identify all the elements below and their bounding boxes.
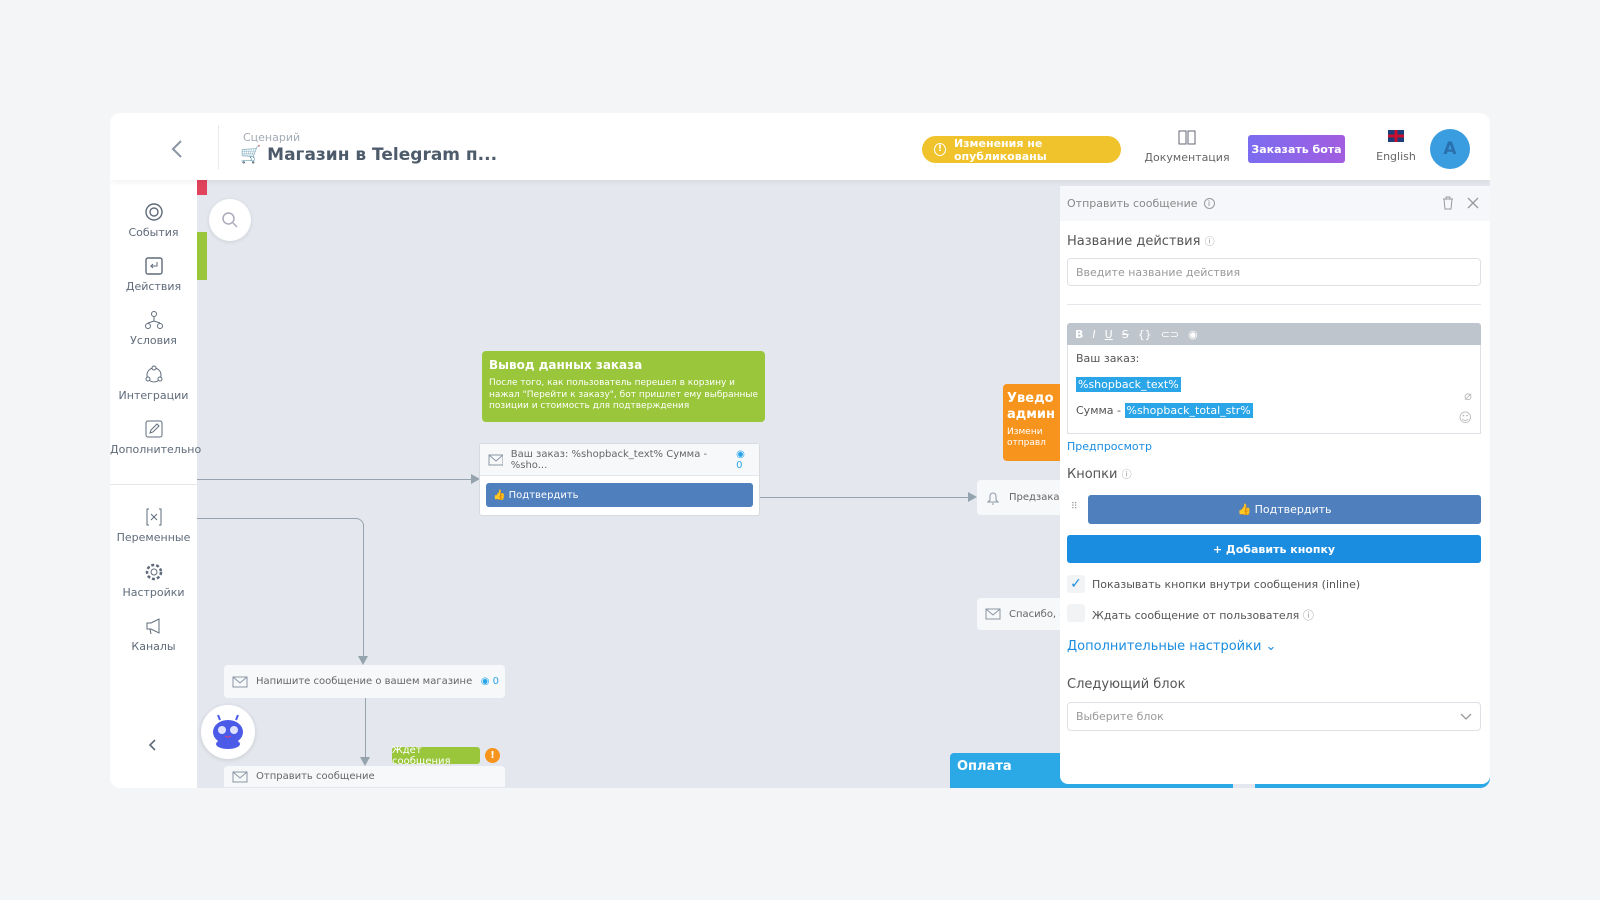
shop-message-node[interactable]: Напишите сообщение о вашем магазине ◉ 0: [224, 665, 505, 698]
envelope-icon: [232, 676, 248, 687]
chevron-left-icon[interactable]: [170, 139, 184, 159]
views-count: ◉ 0: [736, 448, 745, 471]
envelope-icon: [488, 454, 503, 465]
info-icon[interactable]: ⓘ: [1302, 609, 1314, 622]
sidebar-item-actions[interactable]: Действия: [110, 256, 197, 293]
arrow-icon: [358, 656, 368, 665]
divider: [218, 125, 219, 169]
message-node[interactable]: Ваш заказ: %shopback_text% Сумма - %sho.…: [479, 443, 760, 516]
next-block-select[interactable]: Выберите блок: [1067, 702, 1481, 731]
canvas-search-button[interactable]: [209, 199, 251, 241]
underline-icon[interactable]: U: [1104, 327, 1113, 341]
add-button[interactable]: + Добавить кнопку: [1067, 535, 1481, 563]
info-icon[interactable]: i: [1203, 198, 1215, 209]
node-button-confirm[interactable]: 👍 Подтвердить: [486, 483, 753, 507]
bell-icon: [986, 492, 1000, 504]
sidebar-item-variables[interactable]: Переменные: [110, 507, 197, 544]
integrations-icon: [145, 365, 162, 383]
divider: [1067, 304, 1481, 305]
chevron-down-icon: ⌄: [1265, 639, 1277, 654]
warning-icon: !: [934, 143, 946, 156]
node-edge-red: [197, 180, 207, 195]
variable-chip: %shopback_total_str%: [1124, 403, 1253, 418]
drag-handle-icon[interactable]: ⠿: [1071, 502, 1078, 512]
preview-link[interactable]: Предпросмотр: [1067, 440, 1152, 453]
top-header: Сценарий 🛒Магазин в Telegram п... !Измен…: [110, 113, 1490, 180]
close-icon[interactable]: [1467, 197, 1479, 209]
note-admin-notification[interactable]: Уведо админ Измени отправл: [1003, 384, 1060, 461]
attach-icon[interactable]: ⌀: [1464, 389, 1472, 404]
envelope-icon: [985, 608, 1001, 620]
buttons-label: Кнопки ⓘ: [1067, 467, 1132, 482]
next-block-label: Следующий блок: [1067, 677, 1186, 692]
strike-icon[interactable]: S: [1121, 327, 1129, 341]
sidebar-item-conditions[interactable]: Условия: [110, 310, 197, 347]
node-edge-green: [197, 232, 207, 280]
order-bot-button[interactable]: Заказать бота: [1248, 135, 1345, 163]
target-icon: [144, 203, 163, 221]
wait-checkbox[interactable]: [1067, 604, 1085, 622]
language-switch[interactable]: English: [1366, 130, 1426, 163]
confirm-button-item[interactable]: 👍 Подтвердить: [1088, 495, 1481, 524]
arrow-icon: [471, 474, 480, 484]
emoji-icon[interactable]: ☺: [1458, 411, 1472, 426]
shopping-cart-icon: 🛒: [240, 145, 262, 165]
trash-icon[interactable]: [1442, 196, 1454, 210]
bot-mascot-icon: [213, 714, 243, 749]
advanced-settings-toggle[interactable]: Дополнительные настройки ⌄: [1067, 639, 1277, 654]
action-name-input[interactable]: Введите название действия: [1067, 258, 1481, 286]
link-icon[interactable]: ⊂⊃: [1160, 327, 1180, 341]
waiting-badge: Ждет сообщения: [392, 745, 480, 767]
collapse-sidebar-icon[interactable]: [147, 738, 157, 752]
arrow-icon: [360, 757, 370, 766]
code-icon[interactable]: {}: [1137, 327, 1152, 341]
italic-icon[interactable]: I: [1092, 327, 1096, 341]
page-title[interactable]: 🛒Магазин в Telegram п...: [240, 145, 498, 165]
variable-chip: %shopback_text%: [1076, 377, 1181, 392]
note-order-output[interactable]: Вывод данных заказа После того, как поль…: [482, 351, 765, 422]
inline-label: Показывать кнопки внутри сообщения (inli…: [1092, 578, 1361, 591]
send-message-node[interactable]: Отправить сообщение: [224, 766, 505, 787]
sidebar-item-events[interactable]: События: [110, 202, 197, 239]
action-settings-panel: Отправить сообщение i Название действия ⓘ…: [1060, 186, 1490, 784]
info-icon[interactable]: ⓘ: [1121, 470, 1132, 481]
sidebar-item-more[interactable]: Дополнительно: [110, 419, 201, 456]
docs-link[interactable]: Документация: [1142, 129, 1232, 164]
envelope-icon: [232, 771, 248, 782]
warning-icon[interactable]: !: [485, 748, 500, 763]
wait-label: Ждать сообщение от пользователя ⓘ: [1092, 609, 1314, 622]
branch-icon: [144, 311, 163, 329]
breadcrumb: Сценарий: [243, 131, 301, 144]
uk-flag-icon: [1388, 130, 1404, 142]
book-icon: [1178, 130, 1196, 145]
arrow-icon: [968, 492, 977, 502]
sidebar-item-channels[interactable]: Каналы: [110, 616, 197, 653]
action-icon: [144, 257, 163, 275]
unpublished-badge[interactable]: !Изменения не опубликованы: [922, 136, 1121, 163]
edit-icon: [145, 420, 162, 438]
preview-eye-icon[interactable]: ◉: [1188, 327, 1198, 341]
panel-title: Отправить сообщение: [1067, 197, 1198, 210]
gear-icon: [145, 563, 162, 581]
avatar[interactable]: A: [1430, 129, 1470, 169]
app-window: Сценарий 🛒Магазин в Telegram п... !Измен…: [110, 113, 1490, 788]
divider: [110, 484, 197, 485]
variable-icon: [146, 508, 161, 526]
chevron-down-icon: [1460, 713, 1472, 720]
sidebar: События Действия Условия Интеграции Допо…: [110, 180, 201, 788]
action-name-label: Название действия ⓘ: [1067, 234, 1215, 249]
sidebar-item-settings[interactable]: Настройки: [110, 562, 197, 599]
sidebar-item-integrations[interactable]: Интеграции: [110, 365, 197, 402]
bot-mascot-button[interactable]: [201, 705, 255, 759]
megaphone-icon: [146, 618, 159, 635]
info-icon[interactable]: ⓘ: [1204, 237, 1215, 248]
bold-icon[interactable]: B: [1075, 327, 1084, 341]
inline-checkbox[interactable]: ✓: [1067, 575, 1085, 593]
search-icon: [222, 212, 238, 228]
message-editor[interactable]: Ваш заказ: %shopback_text% Сумма - %shop…: [1067, 345, 1481, 434]
